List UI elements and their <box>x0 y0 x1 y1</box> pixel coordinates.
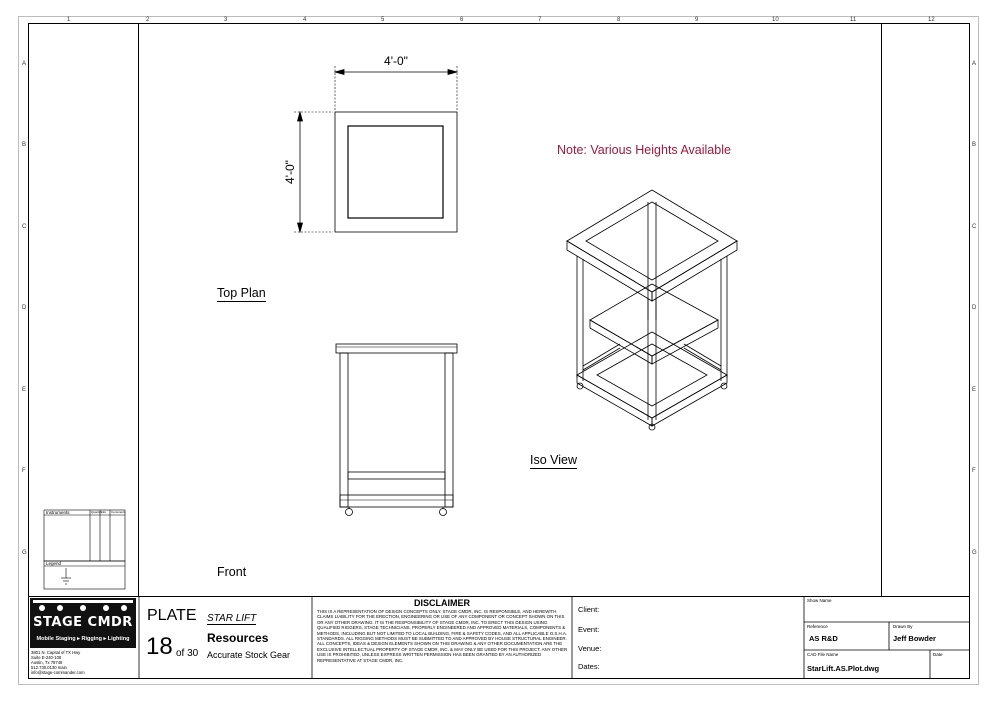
drawing-sheet-frame <box>28 23 970 679</box>
legend-header: Legend <box>46 561 62 566</box>
company-logo: STAGE CMDR Mobile Staging ▸ Rigging ▸ Li… <box>30 598 136 648</box>
cad-file-value: StarLift.AS.Plot.dwg <box>807 664 880 673</box>
dim-width-text: 4'-0" <box>384 54 408 68</box>
instruments-legend-tables <box>43 509 126 590</box>
company-address: 3801 N. Capital of TX Hwy Suite E-240-10… <box>31 650 139 675</box>
grid-col-6: 6 <box>460 17 464 23</box>
address-line-2: Suite E-240-108 <box>31 655 62 660</box>
instruments-col-quantity: Quantity <box>91 510 103 514</box>
grid-row-d: D <box>22 305 27 311</box>
front-label: Front <box>217 565 247 579</box>
cad-file-label: CAD File Name <box>807 652 839 657</box>
grid-col-5: 5 <box>381 17 385 23</box>
grid-row-g: G <box>22 550 27 556</box>
top-plan-label: Top Plan <box>217 286 266 302</box>
grid-col-11: 11 <box>850 17 857 23</box>
plate-number: 18 <box>146 633 173 660</box>
grid-row-a-right: A <box>972 61 977 67</box>
outer-border <box>18 16 979 685</box>
plate-name: STAR LIFT <box>207 613 257 625</box>
left-panel-divider <box>138 23 139 596</box>
grid-col-7: 7 <box>538 17 542 23</box>
right-panel-divider <box>881 23 882 596</box>
grid-col-10: 10 <box>772 17 779 23</box>
instruments-col-info: Info <box>101 510 107 514</box>
grid-col-12: 12 <box>928 17 935 23</box>
various-heights-note: Note: Various Heights Available <box>557 143 731 157</box>
title-block-grid <box>138 597 970 679</box>
grid-col-2: 2 <box>146 17 150 23</box>
address-line-1: 3801 N. Capital of TX Hwy <box>31 650 81 655</box>
grid-col-9: 9 <box>695 17 699 23</box>
grid-row-g-right: G <box>972 550 977 556</box>
logo-name: STAGE CMDR <box>33 615 133 630</box>
disclaimer-text: THIS IS A REPRESENTATION OF DESIGN CONCE… <box>317 609 568 663</box>
front-view <box>335 343 458 516</box>
address-line-4: 512.730.0130 main <box>31 665 67 670</box>
reference-value: AS R&D <box>809 634 838 643</box>
grid-row-d-right: D <box>972 305 977 311</box>
resources-sub: Accurate Stock Gear <box>207 650 291 660</box>
client-label: Client: <box>578 605 600 614</box>
venue-label: Venue: <box>578 644 602 653</box>
top-plan-view <box>294 66 459 234</box>
dates-label: Dates: <box>578 662 600 671</box>
logo-tagline: Mobile Staging ▸ Rigging ▸ Lighting <box>36 636 130 642</box>
drawn-by-value: Jeff Bowder <box>893 634 936 643</box>
grid-col-8: 8 <box>617 17 621 23</box>
grid-row-e-right: E <box>972 387 977 393</box>
grid-row-b: B <box>22 142 27 148</box>
truss-lights-icon <box>33 600 133 611</box>
grid-row-c: C <box>22 224 27 230</box>
reference-label: Reference <box>807 624 828 629</box>
grid-row-f-right: F <box>972 468 976 474</box>
address-line-5: info@stage-commander.com <box>31 670 85 675</box>
iso-view <box>566 189 738 431</box>
address-line-3: Austin, Tx 78746 <box>31 660 63 665</box>
date-label: Date <box>933 652 943 657</box>
grid-row-f: F <box>22 468 26 474</box>
grid-row-c-right: C <box>972 224 977 230</box>
instruments-col-comments: Comments <box>111 510 126 514</box>
event-label: Event: <box>578 625 600 634</box>
resources-label: Resources <box>207 631 269 645</box>
dim-depth-text: 4'-0" <box>283 160 297 184</box>
instruments-header: Instruments <box>46 510 70 515</box>
drawn-by-label: Drawn By <box>893 624 913 629</box>
grid-col-4: 4 <box>303 17 307 23</box>
grid-row-a: A <box>22 61 27 67</box>
show-name-label: Show Name <box>807 598 832 603</box>
iso-view-label: Iso View <box>530 453 578 469</box>
plate-of: of 30 <box>176 648 199 659</box>
grid-row-b-right: B <box>972 142 977 148</box>
plate-label: PLATE <box>147 607 197 624</box>
grid-row-e: E <box>22 387 27 393</box>
grid-col-3: 3 <box>224 17 228 23</box>
grid-col-1: 1 <box>67 17 71 23</box>
disclaimer-title: DISCLAIMER <box>414 598 470 608</box>
title-block-top-line <box>28 596 970 597</box>
